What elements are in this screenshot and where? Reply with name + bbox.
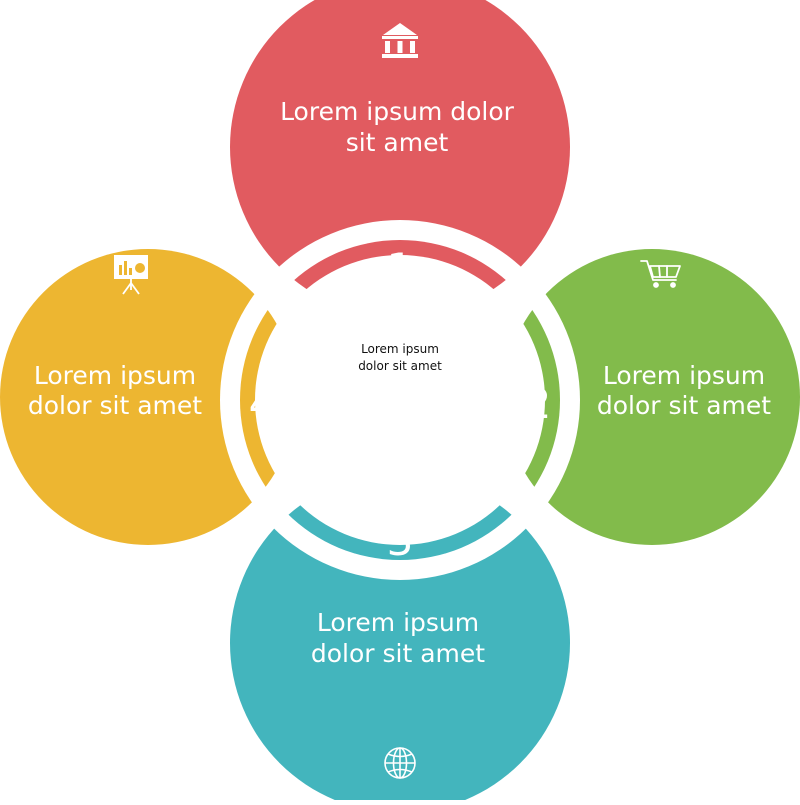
bank-icon xyxy=(382,23,418,58)
petal-number-4: 4 xyxy=(249,379,276,428)
petal-3-text-line1: Lorem ipsum xyxy=(317,608,479,637)
petal-circle-4 xyxy=(0,249,296,545)
shopping-cart-icon xyxy=(640,260,681,288)
petal-4-text-line2: dolor sit amet xyxy=(28,391,202,420)
petal-3-text-line2: dolor sit amet xyxy=(311,639,485,668)
center-text-line2: dolor sit amet xyxy=(358,359,442,373)
center-text-line1: Lorem ipsum xyxy=(361,342,439,356)
petal-circle-2 xyxy=(504,249,800,545)
petal-2-text-line2: dolor sit amet xyxy=(597,391,771,420)
globe-icon xyxy=(384,747,416,779)
petal-number-2: 2 xyxy=(525,379,552,428)
petal-number-1: 1 xyxy=(387,244,414,293)
petal-1-text-line2: sit amet xyxy=(346,128,449,157)
petal-4-text-line1: Lorem ipsum xyxy=(34,361,196,390)
petal-1-text-line1: Lorem ipsum dolor xyxy=(280,97,515,126)
petal-circle-1 xyxy=(230,0,570,317)
center-disc xyxy=(255,255,545,545)
petal-2-text-line1: Lorem ipsum xyxy=(603,361,765,390)
petal-number-3: 3 xyxy=(387,516,414,565)
presentation-board-icon xyxy=(114,255,148,295)
